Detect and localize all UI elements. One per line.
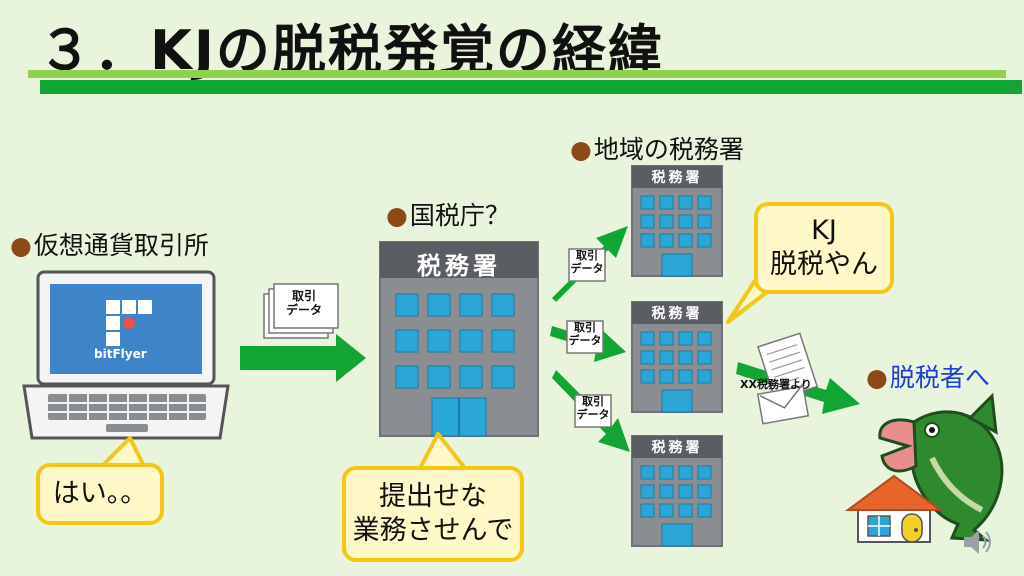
- bubble-nta-request: 提出せな 業務させんで: [342, 466, 524, 562]
- tax-office-building-icon: [631, 435, 723, 547]
- tax-office-building-icon: [631, 301, 723, 413]
- title-underline-light: [28, 70, 1006, 78]
- label-nta-text: 国税庁？: [409, 201, 510, 230]
- doc-label-trade-data: 取引 データ: [576, 395, 610, 421]
- document-icon: [568, 248, 606, 282]
- document-stack-icon: [263, 283, 339, 339]
- label-nta: ●国税庁？: [386, 196, 510, 232]
- tax-office-sign: 税務署: [651, 170, 703, 186]
- bullet-dot-icon: ●: [386, 201, 408, 230]
- label-local-offices: ●地域の税務署: [570, 130, 744, 166]
- label-exchange-text: 仮想通貨取引所: [33, 231, 209, 260]
- label-local-offices-text: 地域の税務署: [593, 135, 744, 164]
- nta-building-sign: 税務署: [417, 252, 501, 280]
- label-evader-text: 脱税者へ: [889, 363, 990, 392]
- label-exchange: ●仮想通貨取引所: [10, 226, 209, 262]
- letter-icon: [756, 332, 819, 425]
- letter-label: XX税務署より: [740, 378, 812, 391]
- bubble-exchange-reply: はい。。: [36, 463, 164, 525]
- house-icon: [844, 474, 944, 543]
- arrow-exchange-to-nta: [240, 334, 366, 382]
- bullet-dot-icon: ●: [10, 231, 32, 260]
- title-underline-dark: [40, 80, 1022, 94]
- document-icon: [566, 320, 604, 354]
- local-office-building-top: 税務署: [631, 165, 724, 282]
- tax-office-sign: 税務署: [651, 440, 703, 456]
- laptop-icon: [22, 270, 230, 440]
- local-office-building-middle: 税務署: [631, 301, 724, 418]
- doc-label-trade-data: 取引 データ: [570, 249, 604, 275]
- doc-label-trade-data: 取引 データ: [285, 289, 322, 317]
- doc-label-trade-data: 取引 データ: [568, 321, 602, 347]
- local-office-building-bottom: 税務署: [631, 435, 724, 552]
- nta-building-icon: [379, 241, 539, 437]
- document-icon: [574, 394, 612, 428]
- speaker-icon[interactable]: [962, 528, 992, 556]
- exchange-brand-text: bitFlyer: [94, 347, 147, 361]
- tax-office-sign: 税務署: [651, 306, 703, 322]
- label-evader: ●脱税者へ: [866, 358, 990, 394]
- bubble-office-note: KJ 脱税やん: [754, 202, 894, 294]
- bullet-dot-icon: ●: [570, 135, 592, 164]
- tax-office-building-icon: [631, 165, 723, 277]
- bullet-dot-icon: ●: [866, 363, 888, 392]
